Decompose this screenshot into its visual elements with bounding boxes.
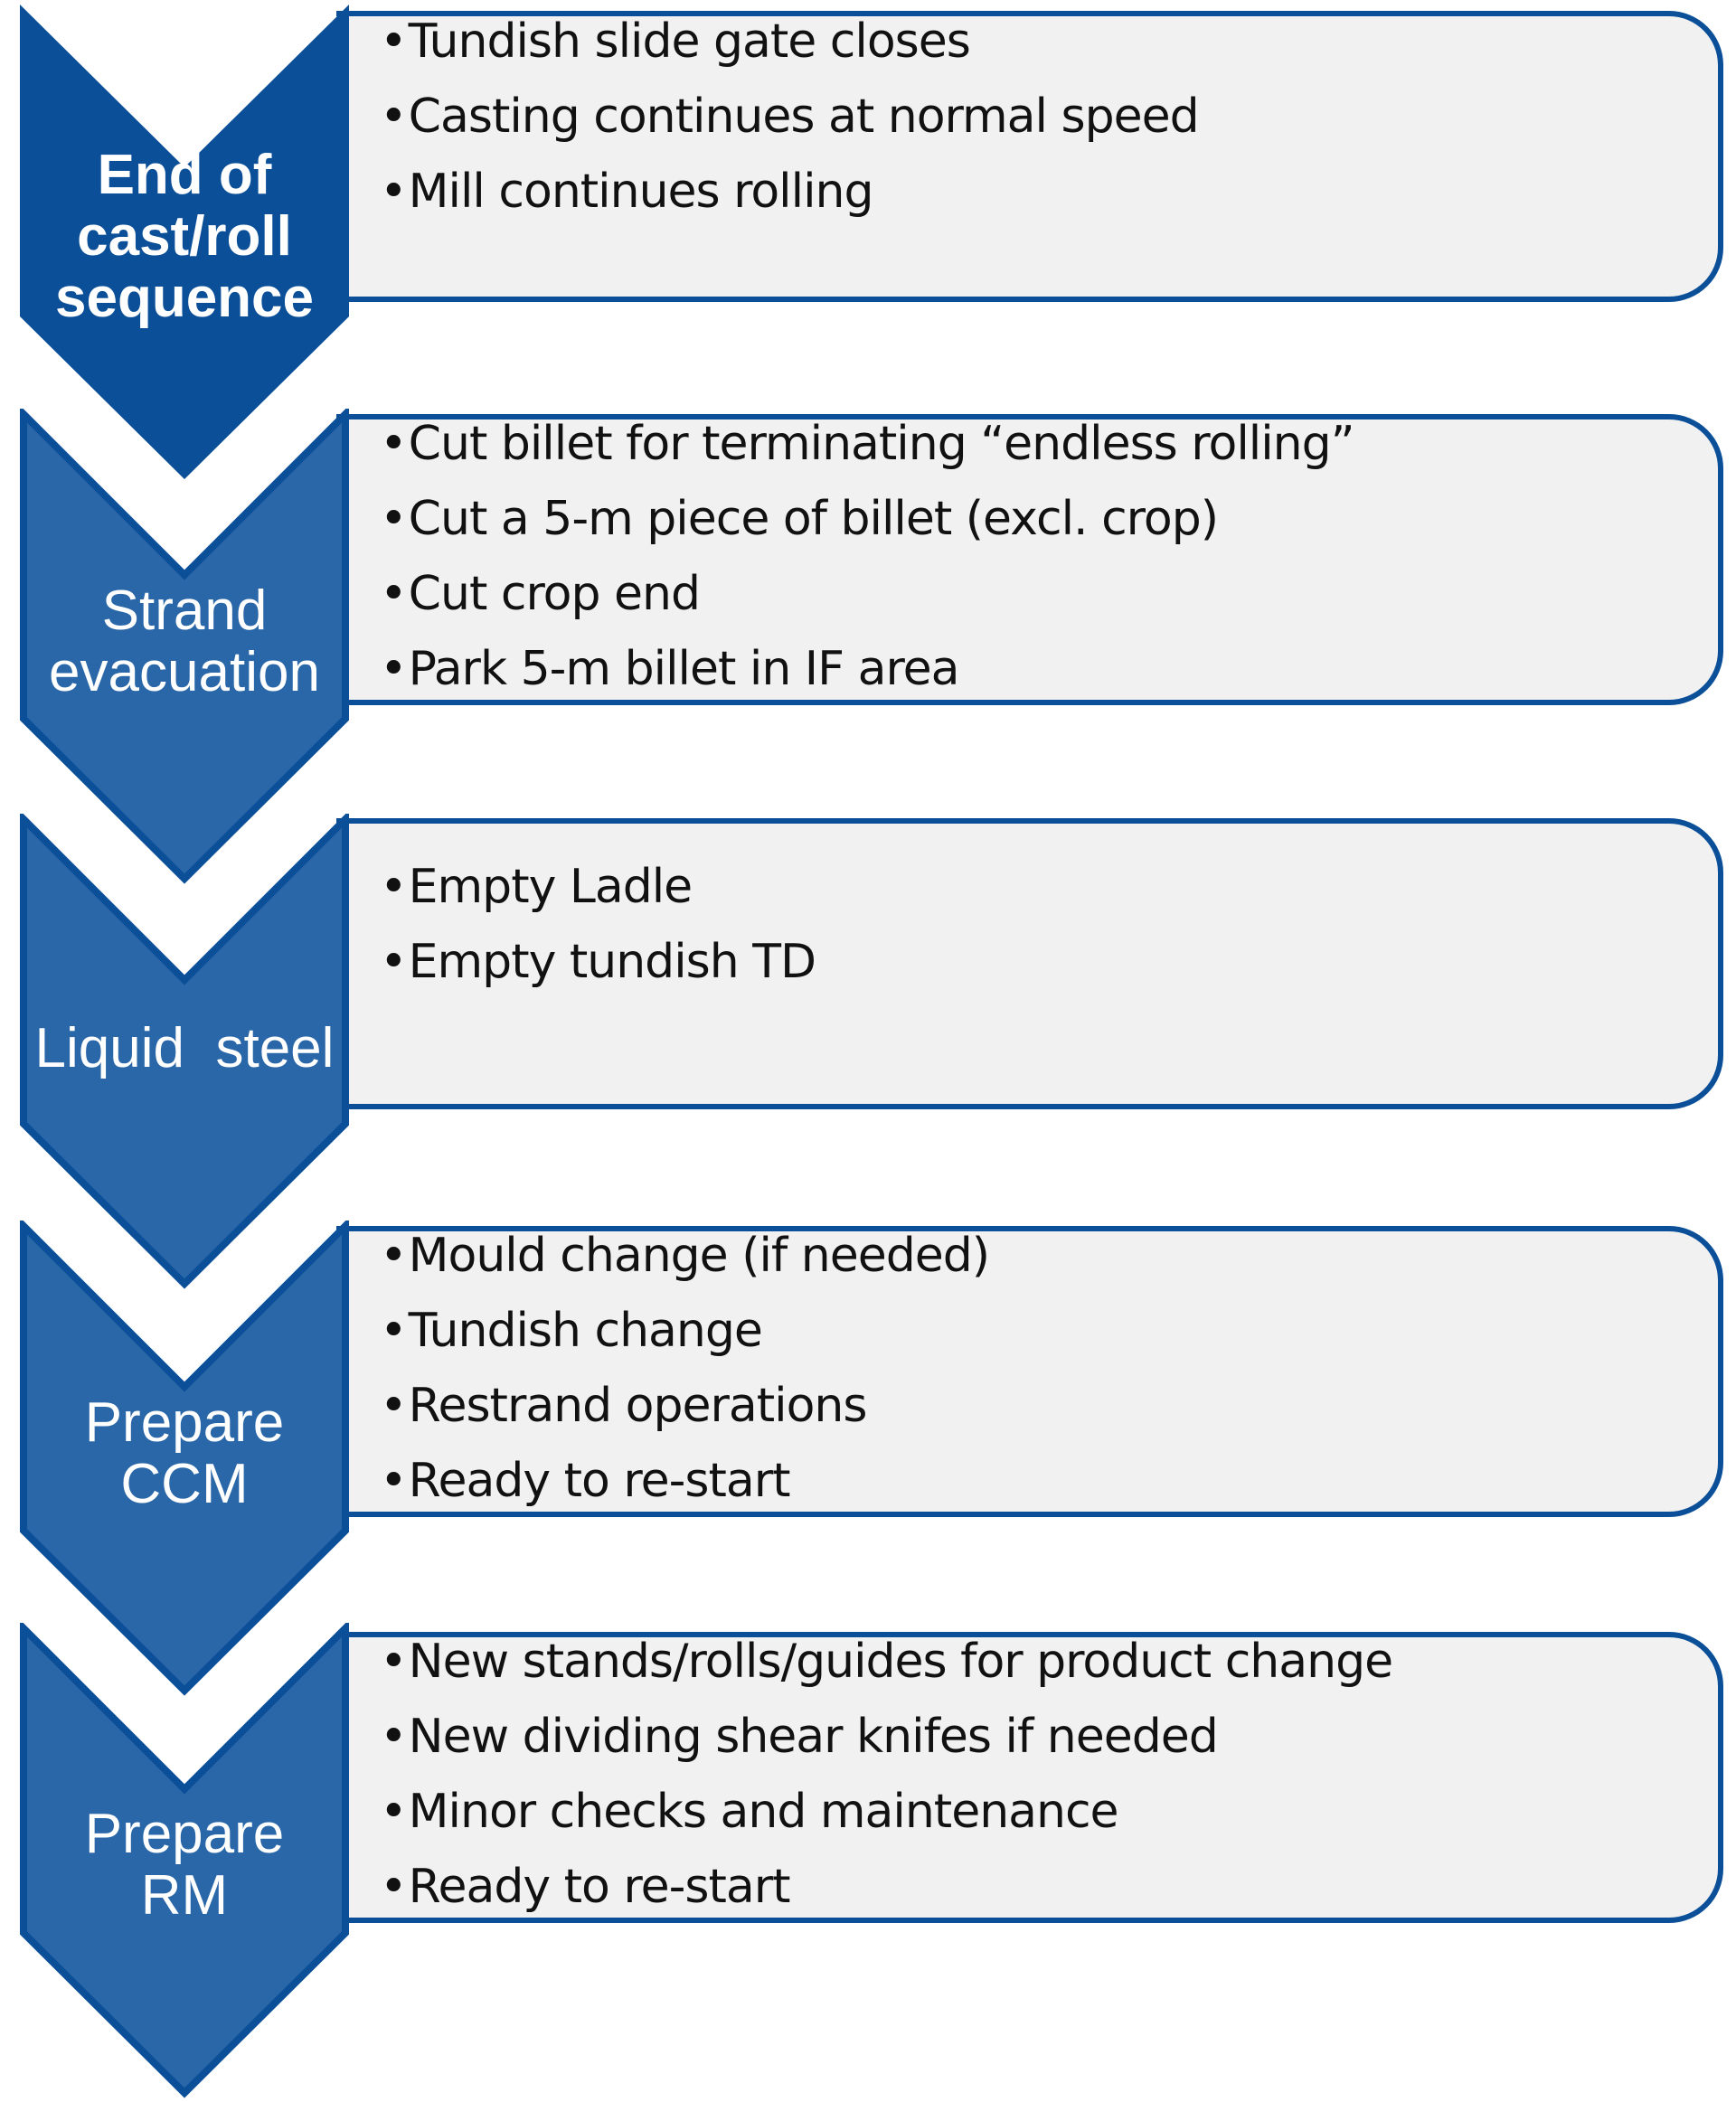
step-2-details-box: Cut billet for terminating “endless roll…	[336, 414, 1723, 705]
chevron-arrow-icon	[20, 814, 349, 1289]
step-4-details-box: Mould change (if needed) Tundish change …	[336, 1226, 1723, 1517]
step-5-chevron: Prepare RM	[20, 1623, 349, 2102]
step-5-item: New stands/rolls/guides for product chan…	[380, 1625, 1682, 1700]
step-4-label: Prepare CCM	[84, 1391, 285, 1515]
step-5-item: Minor checks and maintenance	[380, 1775, 1682, 1850]
step-1-item: Mill continues rolling	[380, 155, 1682, 230]
step-5-item: Ready to re-start	[380, 1850, 1682, 1925]
step-3-label: Liquid steel	[34, 1017, 335, 1079]
step-2-chevron: Strand evacuation	[20, 409, 349, 888]
step-1-details-box: Tundish slide gate closes Casting contin…	[336, 11, 1723, 302]
step-4-item: Tundish change	[380, 1294, 1682, 1369]
step-1-item: Casting continues at normal speed	[380, 80, 1682, 155]
step-5-item: New dividing shear knifes if needed	[380, 1700, 1682, 1775]
step-3-chevron: Liquid steel	[20, 814, 349, 1293]
step-3-item: Empty Ladle	[380, 850, 1682, 925]
step-4-chevron: Prepare CCM	[20, 1221, 349, 1700]
step-1-label: End of cast/roll sequence	[54, 144, 315, 329]
step-2-label: Strand evacuation	[49, 580, 320, 703]
step-4-item: Restrand operations	[380, 1369, 1682, 1444]
chevron-arrow-icon	[20, 409, 349, 884]
step-3-details-box: Empty Ladle Empty tundish TD	[336, 818, 1723, 1109]
step-2-item: Cut billet for terminating “endless roll…	[380, 407, 1682, 482]
step-2-item: Cut crop end	[380, 557, 1682, 632]
step-1-item: Tundish slide gate closes	[380, 5, 1682, 80]
step-5-label: Prepare RM	[84, 1803, 285, 1927]
chevron-arrow-icon	[20, 1623, 349, 2098]
step-2-item: Park 5-m billet in IF area	[380, 632, 1682, 707]
step-3-item: Empty tundish TD	[380, 925, 1682, 1000]
step-4-item: Ready to re-start	[380, 1444, 1682, 1519]
chevron-arrow-icon	[20, 5, 349, 479]
chevron-arrow-icon	[20, 1221, 349, 1696]
step-2-item: Cut a 5-m piece of billet (excl. crop)	[380, 482, 1682, 557]
step-4-item: Mould change (if needed)	[380, 1219, 1682, 1294]
step-5-details-box: New stands/rolls/guides for product chan…	[336, 1632, 1723, 1923]
step-1-chevron: End of cast/roll sequence	[20, 5, 349, 484]
